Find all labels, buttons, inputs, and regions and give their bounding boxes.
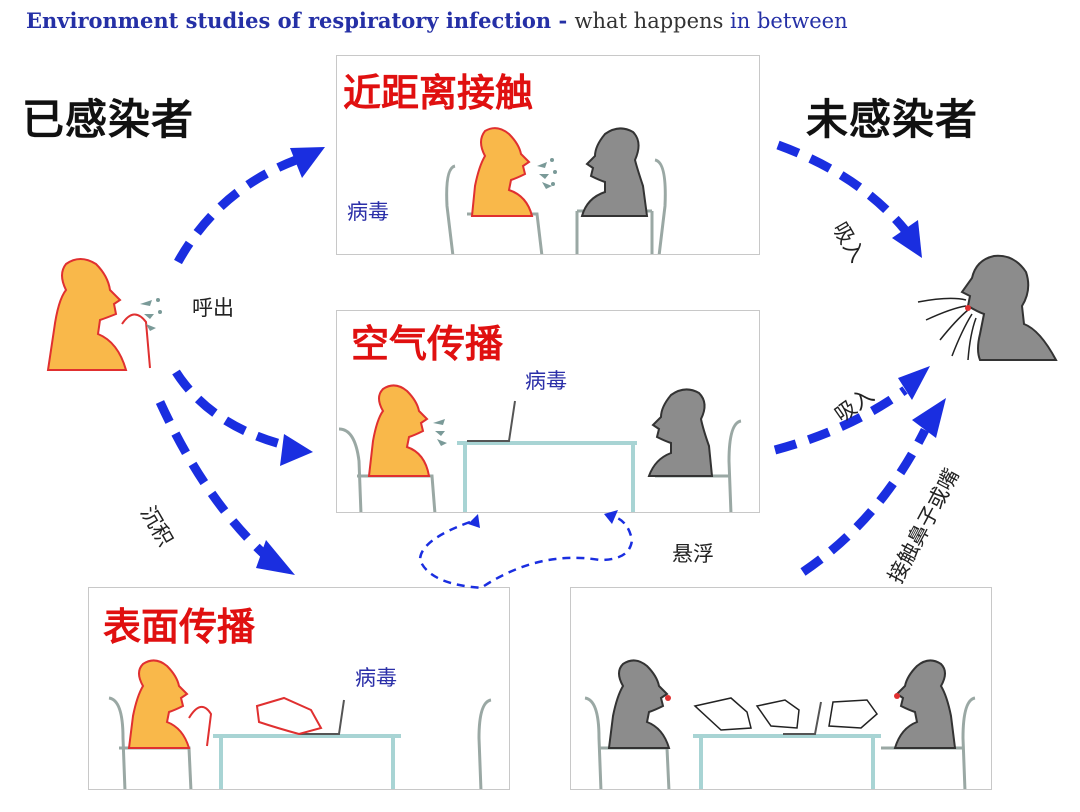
close-contact-virus-label: 病毒 bbox=[347, 200, 389, 224]
surface-illustration bbox=[108, 659, 492, 789]
chair-right bbox=[654, 158, 667, 254]
arrowheads bbox=[256, 147, 946, 575]
infected-hand bbox=[188, 706, 213, 747]
laptop-icon bbox=[299, 699, 345, 735]
suspend-label: 悬浮 bbox=[672, 542, 714, 566]
title-part-2: what happens bbox=[574, 9, 731, 33]
suspension-loop bbox=[418, 514, 634, 590]
table bbox=[213, 734, 401, 789]
hand-icon bbox=[255, 696, 323, 736]
droplets-icon bbox=[433, 419, 447, 446]
uninfected-person bbox=[647, 388, 714, 477]
hand-transfer-panel bbox=[570, 587, 992, 790]
arrow-to-airborne bbox=[172, 369, 286, 450]
arrows bbox=[155, 140, 930, 576]
uninfected-person-right bbox=[893, 659, 957, 749]
infected-person bbox=[127, 659, 191, 749]
laptop-icon bbox=[783, 701, 822, 735]
hand-icon bbox=[693, 697, 752, 731]
uninfected-person-left bbox=[607, 659, 671, 749]
arrow-to-close-contact bbox=[174, 155, 298, 265]
table bbox=[457, 441, 637, 512]
hand-transfer-illustration bbox=[584, 659, 976, 789]
surface-virus-label: 病毒 bbox=[355, 666, 397, 690]
inhale-lines-icon bbox=[917, 297, 977, 361]
infected-person bbox=[470, 127, 534, 217]
infected-person bbox=[367, 384, 431, 477]
uninfected-label: 未感染者 bbox=[806, 95, 979, 144]
infected-hand bbox=[121, 313, 151, 369]
droplets-icon bbox=[537, 158, 557, 189]
arrow-airborne-to-uninfected bbox=[773, 386, 908, 455]
airborne-title: 空气传播 bbox=[351, 322, 504, 366]
close-contact-panel: 近距离接触 病毒 bbox=[336, 55, 760, 255]
chair-left bbox=[445, 164, 456, 254]
exhale-label: 呼出 bbox=[192, 296, 234, 320]
hand-icon bbox=[828, 699, 879, 729]
surface-title: 表面传播 bbox=[103, 605, 256, 649]
uninfected-person bbox=[580, 127, 649, 217]
exhaled-droplets-icon bbox=[140, 298, 162, 331]
uninfected-person-main bbox=[960, 254, 1058, 361]
surface-panel: 表面传播 病毒 bbox=[88, 587, 510, 790]
slide-title: Environment studies of respiratory infec… bbox=[26, 8, 848, 33]
close-contact-title: 近距离接触 bbox=[343, 71, 534, 115]
airborne-panel: 空气传播 病毒 bbox=[336, 310, 760, 513]
airborne-virus-label: 病毒 bbox=[525, 369, 567, 393]
infected-person-main bbox=[46, 258, 128, 371]
title-part-1: Environment studies of respiratory infec… bbox=[26, 8, 575, 33]
infected-label: 已感染者 bbox=[22, 95, 195, 144]
airborne-illustration bbox=[338, 384, 742, 512]
table bbox=[693, 734, 881, 789]
close-contact-illustration bbox=[445, 127, 667, 254]
laptop-icon bbox=[467, 400, 516, 442]
title-part-3: in between bbox=[730, 9, 848, 33]
arrow-close-contact-to-uninfected bbox=[776, 140, 909, 233]
hand-icon bbox=[755, 699, 800, 729]
